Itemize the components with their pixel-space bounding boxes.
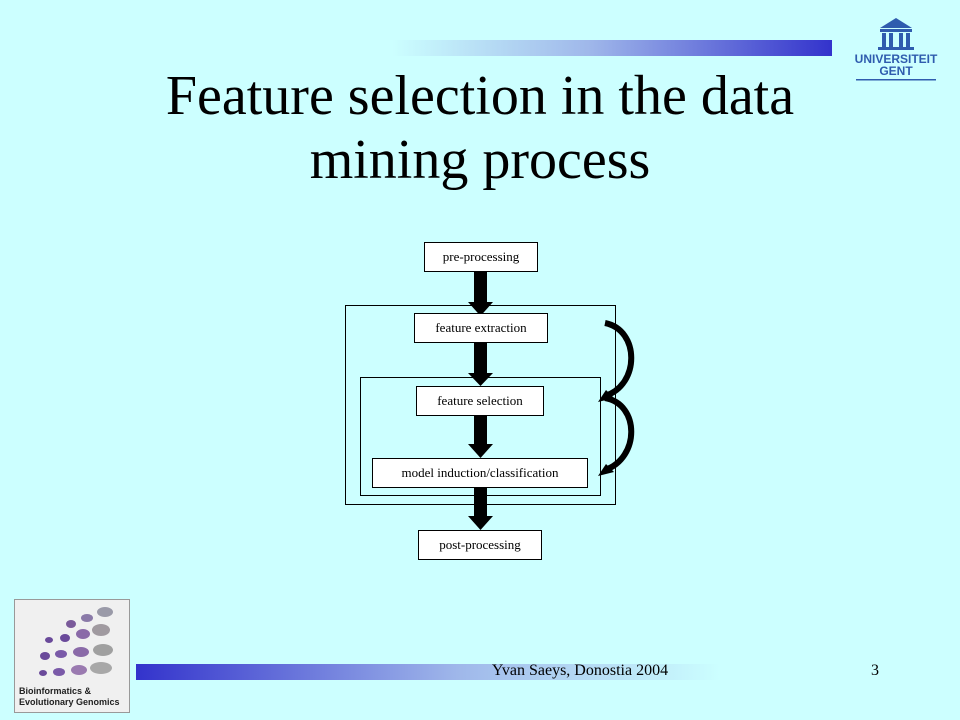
university-name-line1: UNIVERSITEIT	[855, 52, 938, 66]
post-processing-box: post-processing	[418, 530, 542, 560]
model-induction-box: model induction/classification	[372, 458, 588, 488]
university-name-line2: GENT	[879, 64, 913, 78]
bioinformatics-caption-line1: Bioinformatics &	[19, 686, 92, 696]
feedback-arrow-to-selection	[598, 395, 635, 476]
down-arrow-pre-to-extraction	[468, 272, 493, 316]
bioinformatics-caption: Bioinformatics & Evolutionary Genomics	[19, 686, 127, 708]
feature-selection-box: feature selection	[416, 386, 544, 416]
slide-number: 3	[871, 662, 879, 679]
down-arrow-selection-to-model	[468, 416, 493, 458]
feedback-arrow-to-extraction	[598, 320, 635, 402]
pre-processing-box: pre-processing	[424, 242, 538, 272]
bioinformatics-logo: Bioinformatics & Evolutionary Genomics	[14, 599, 130, 713]
universiteit-gent-logo: UNIVERSITEIT GENT	[852, 14, 940, 84]
down-arrow-model-to-post	[468, 488, 493, 530]
footer-author: Yvan Saeys, Donostia 2004	[491, 662, 669, 679]
bioinformatics-dots-icon	[39, 607, 113, 676]
footer-gradient-bar	[136, 664, 720, 680]
title-gradient-bar	[392, 40, 832, 56]
slide-title: Feature selection in the data mining pro…	[165, 65, 795, 191]
feature-extraction-box: feature extraction	[414, 313, 548, 343]
down-arrow-extraction-to-selection	[468, 343, 493, 386]
bioinformatics-caption-line2: Evolutionary Genomics	[19, 697, 120, 707]
university-building-icon: UNIVERSITEIT GENT	[855, 18, 938, 81]
